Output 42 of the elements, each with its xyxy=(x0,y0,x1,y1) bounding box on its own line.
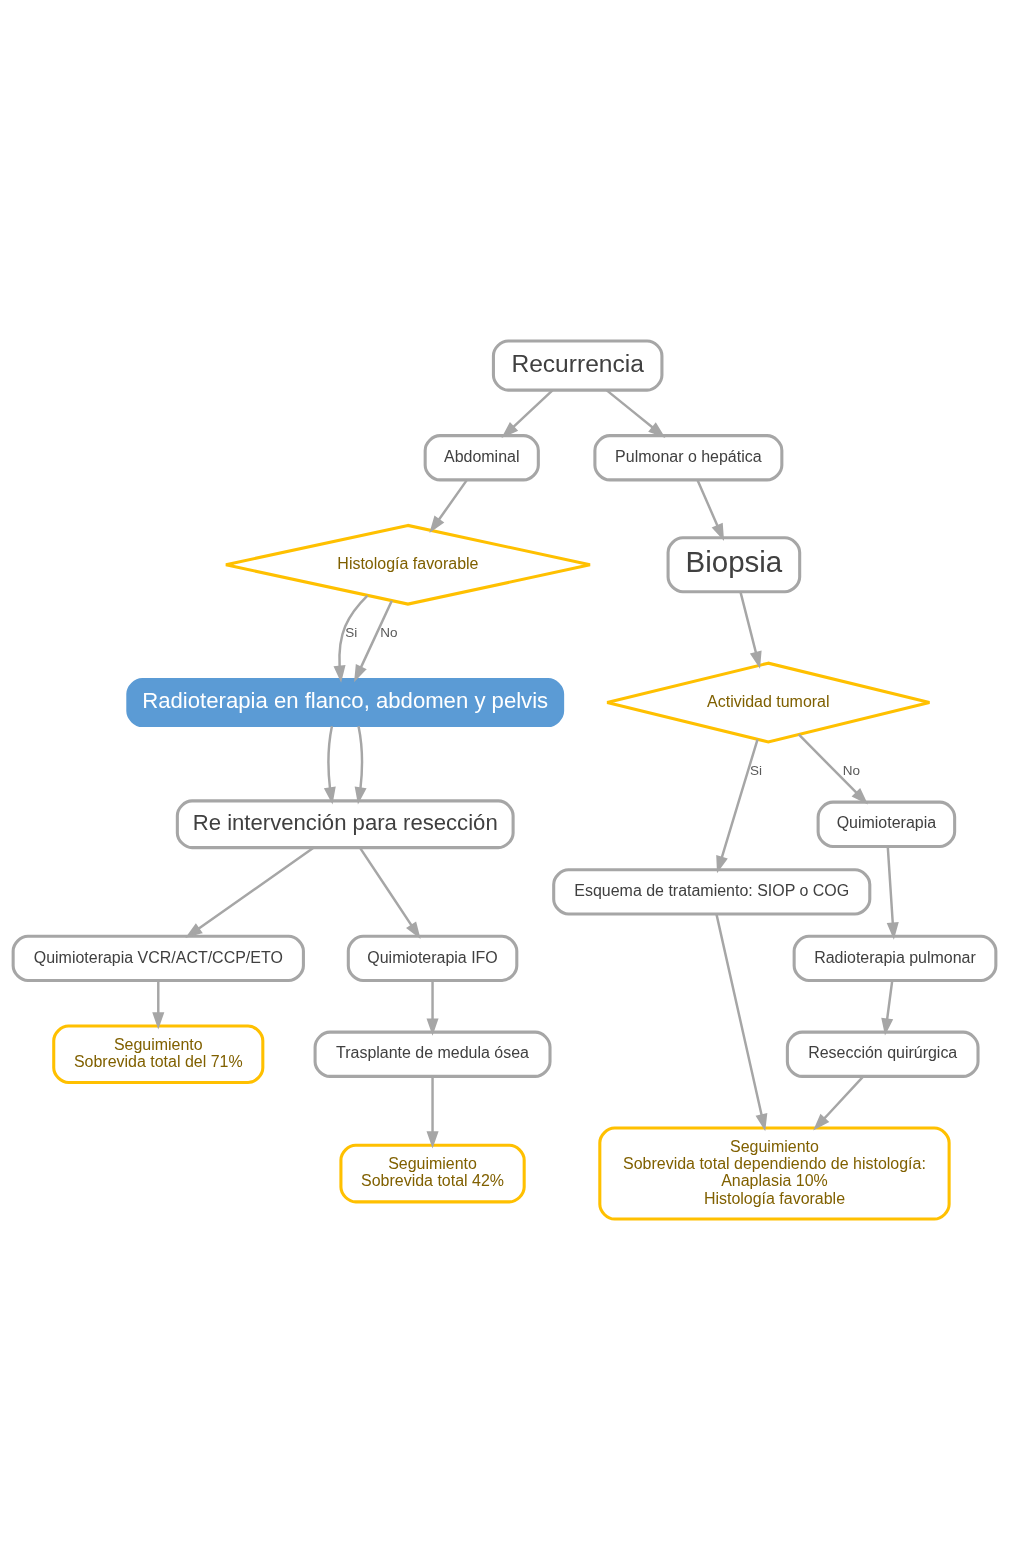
edge-label: Si xyxy=(750,762,763,778)
node-box: Seguimiento Sobrevida total 42% xyxy=(339,1143,526,1203)
arrow xyxy=(359,846,421,939)
arrow xyxy=(185,846,315,938)
node-box: Seguimiento Sobrevida total del 71% xyxy=(52,1023,265,1084)
arrow xyxy=(813,1075,864,1131)
node-diamond: Actividad tumoral xyxy=(605,661,931,743)
arrow xyxy=(501,388,554,438)
node-box: Abdominal xyxy=(423,433,540,481)
arrow xyxy=(881,980,894,1036)
arrow xyxy=(429,478,468,533)
node-box: Re intervención para resección xyxy=(175,798,515,849)
node-diamond: Histología favorable xyxy=(224,523,592,606)
node-box: Quimioterapia IFO xyxy=(346,934,519,982)
arrow xyxy=(333,594,369,683)
arrow xyxy=(696,479,725,541)
node-box: Resección quirúrgica xyxy=(785,1030,980,1078)
node-box: Recurrencia xyxy=(491,338,664,392)
arrow xyxy=(886,846,899,940)
node-box: Radioterapia pulmonar xyxy=(792,934,998,982)
node-box: Biopsia xyxy=(666,535,802,593)
edge-label: No xyxy=(842,762,860,778)
arrow xyxy=(606,388,666,438)
arrow xyxy=(426,1076,439,1149)
arrow xyxy=(323,725,336,804)
arrow xyxy=(716,738,759,873)
arrow xyxy=(426,980,439,1036)
node-box: Pulmonar o hepática xyxy=(593,433,784,481)
arrow xyxy=(739,591,762,669)
edge-label: No xyxy=(380,624,398,640)
node-box: Radioterapia en flanco, abdomen y pelvis xyxy=(126,677,565,727)
node-box: Quimioterapia VCR/ACT/CCP/ETO xyxy=(11,934,305,982)
node-box: Trasplante de medula ósea xyxy=(313,1030,552,1078)
node-box: Esquema de tratamiento: SIOP o COG xyxy=(552,867,872,916)
arrow xyxy=(715,913,768,1131)
arrow xyxy=(797,733,868,804)
arrow xyxy=(152,980,165,1030)
arrow xyxy=(354,725,367,804)
arrow xyxy=(354,599,393,682)
node-box: Seguimiento Sobrevida total dependiendo de histología: Anaplasia 10% Histología favorable xyxy=(598,1126,951,1221)
node-box: Quimioterapia xyxy=(816,800,957,848)
edge-label: Si xyxy=(345,624,358,640)
